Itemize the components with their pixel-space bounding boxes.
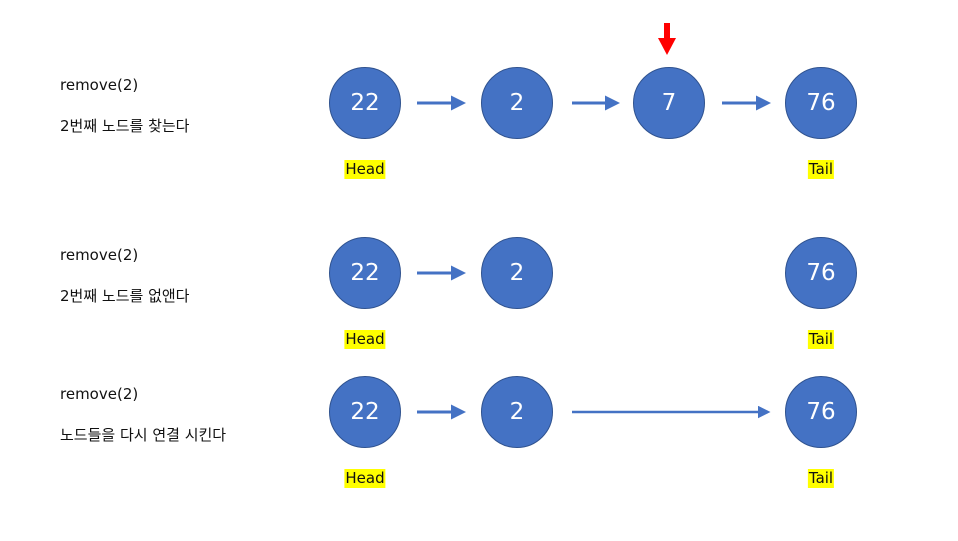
row2-command: remove(2) <box>60 246 139 264</box>
row1-node-2: 2 <box>481 67 553 139</box>
row1-head-label: Head <box>344 160 386 179</box>
row3-head-label: Head <box>344 469 386 488</box>
row1-node-tail: 76 <box>785 67 857 139</box>
row1-description: 2번째 노드를 찾는다 <box>60 117 190 135</box>
row3-node-head: 22 <box>329 376 401 448</box>
row2-node-head: 22 <box>329 237 401 309</box>
row2-description: 2번째 노드를 없앤다 <box>60 287 190 305</box>
row1-node-3: 7 <box>633 67 705 139</box>
row2-node-tail: 76 <box>785 237 857 309</box>
row1-tail-label: Tail <box>807 160 835 179</box>
down-arrow-icon <box>658 23 676 55</box>
row3-node-2: 2 <box>481 376 553 448</box>
row3-tail-label: Tail <box>807 469 835 488</box>
row2-tail-label: Tail <box>807 330 835 349</box>
row2-head-label: Head <box>344 330 386 349</box>
row3-description: 노드들을 다시 연결 시킨다 <box>60 426 227 444</box>
row1-command: remove(2) <box>60 76 139 94</box>
row2-node-2: 2 <box>481 237 553 309</box>
row1-node-head: 22 <box>329 67 401 139</box>
row3-command: remove(2) <box>60 385 139 403</box>
row3-node-tail: 76 <box>785 376 857 448</box>
